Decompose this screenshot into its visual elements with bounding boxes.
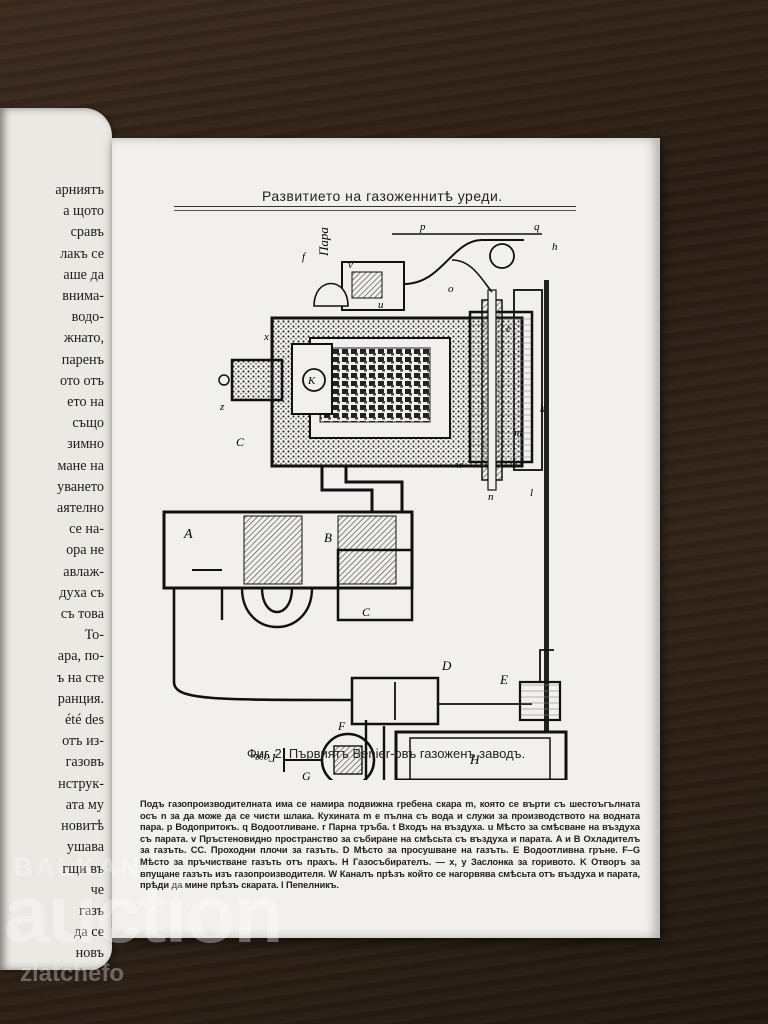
gas-holder-H: [394, 730, 568, 780]
label-h: h: [552, 241, 558, 253]
previous-page-line: да се: [74, 924, 104, 941]
label-e: e: [506, 323, 511, 335]
previous-page-line: ранция.: [57, 690, 104, 707]
previous-page-line: авлаж-: [63, 563, 104, 580]
previous-page-line: ото отъ: [59, 372, 104, 389]
label-H: H: [469, 752, 480, 767]
gas-holder-bell: [409, 737, 551, 780]
previous-page-line: а щото: [63, 203, 104, 220]
previous-page-line: новитѣ: [61, 818, 104, 835]
label-n: n: [488, 491, 494, 503]
figure-legend: Подъ газопроизводителната има се намира …: [140, 799, 640, 891]
label-k: k: [540, 403, 546, 415]
label-E: E: [499, 672, 508, 687]
grate-shaft: [487, 289, 497, 491]
label-K: К: [307, 375, 316, 387]
label-C-lower: С: [362, 605, 371, 619]
previous-page-line: ушава: [66, 839, 104, 856]
previous-page-line: че: [90, 881, 104, 898]
valve-wheel: [489, 243, 515, 269]
label-f: f: [302, 251, 307, 263]
label-l: l: [530, 487, 533, 499]
label-C: С: [236, 435, 245, 449]
label-u: u: [378, 299, 384, 311]
header-rule: [174, 206, 576, 207]
steam-pipe: [403, 239, 524, 285]
cooler-drains: [220, 587, 314, 629]
feed-hopper: [230, 358, 284, 402]
separator-core: [333, 745, 363, 775]
label-m: m: [514, 427, 522, 439]
label-p: р: [419, 221, 426, 233]
purifier-stirrer: [394, 682, 532, 720]
label-o: о: [448, 283, 454, 295]
coal-bed: [319, 347, 431, 423]
previous-page-line: мане на: [57, 457, 104, 474]
previous-page-line: арниятъ: [55, 182, 104, 198]
tank-pipe: [539, 649, 554, 682]
hopper-knob: [218, 374, 230, 386]
previous-page-line: зимно: [67, 436, 104, 453]
steam-mixer-inner: [351, 271, 383, 299]
previous-page-line: жнато,: [64, 330, 104, 347]
running-head: Развитието на газоженнитѣ уреди.: [262, 188, 503, 204]
label-A: А: [183, 527, 193, 542]
previous-page-line: ъ на сте: [56, 669, 104, 686]
label-para: Пара: [316, 227, 331, 257]
previous-page-line: нѣщо: [0, 965, 104, 970]
label-F: F: [337, 719, 346, 733]
previous-page-line: аше да: [63, 266, 104, 283]
port-K: [302, 368, 326, 392]
book-page: Развитието на газоженнитѣ уреди.: [112, 138, 660, 938]
air-pipe: [451, 259, 493, 293]
long-gas-pipe: [172, 588, 353, 702]
previous-page-line: съ това: [60, 606, 104, 623]
previous-page-line: духа съ: [59, 584, 104, 601]
previous-page-line: été des: [65, 712, 104, 729]
previous-page-line: сравъ: [70, 224, 104, 241]
label-B: В: [324, 530, 332, 545]
label-w: w: [456, 459, 464, 471]
label-gas: Газъ.: [250, 751, 277, 765]
previous-page-line: отъ из-: [62, 733, 104, 750]
water-tank-E: [518, 680, 562, 722]
previous-page-line: се на-: [69, 521, 104, 538]
previous-page-line: уването: [57, 478, 104, 495]
label-G: G: [302, 769, 311, 780]
previous-page-line: също: [72, 415, 104, 432]
label-v: v: [348, 259, 353, 271]
previous-page-line: внима-: [62, 288, 104, 305]
previous-page-line: паренъ: [61, 351, 104, 368]
header-rule-thin: [174, 210, 576, 211]
gas-outlet-pipe: [320, 466, 374, 512]
previous-page-line: То-: [84, 627, 104, 644]
previous-page: арниятъ а щото сравъ лакъ се аше да внима-вод…: [0, 108, 112, 970]
label-z: z: [219, 401, 225, 413]
figure-caption: Фиг. 2. Първиятъ Benier-овъ газоженъ зав…: [246, 746, 526, 761]
label-x: x: [263, 331, 269, 343]
base-rail: [544, 280, 549, 770]
separator-handle: [283, 748, 322, 772]
label-q: q: [534, 221, 540, 233]
previous-page-line: лакъ се: [60, 245, 104, 262]
previous-page-line: аятелно: [56, 500, 104, 517]
gauge: [313, 282, 349, 307]
previous-page-line: ето на: [67, 394, 104, 411]
gas-holder-pipes: [364, 720, 386, 780]
label-D: D: [441, 658, 452, 673]
cooler-plate-1: [243, 515, 303, 585]
previous-page-line: ара, по-: [57, 648, 104, 665]
previous-page-line: газовъ: [65, 754, 104, 771]
cooler-C-lower: [336, 548, 414, 622]
previous-page-line: гщи въ: [62, 860, 104, 877]
previous-page-line: нструк-: [58, 775, 104, 792]
previous-page-line: ата му: [65, 796, 104, 813]
previous-page-line: газъ: [79, 902, 104, 919]
previous-page-line: ора не: [66, 542, 104, 559]
previous-page-line: водо-: [71, 309, 104, 326]
previous-page-text: арниятъ а щото сравъ лакъ се аше да внима-вод…: [0, 180, 110, 970]
gas-outlet-pipe-2: [344, 466, 404, 512]
previous-page-line: новъ: [75, 945, 104, 962]
gas-plant-diagram: Пара р q h v о f u e x К z k m С w n l А…: [162, 221, 568, 780]
